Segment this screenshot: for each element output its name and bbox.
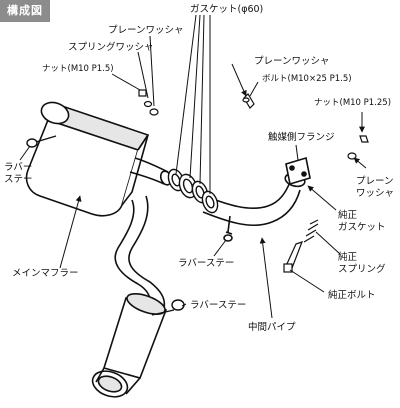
label-oem-bolt: 純正ボルト: [328, 290, 376, 301]
label-oem-spring-1: 純正: [338, 252, 358, 263]
label-rubber-stay-left-1: ラバー: [4, 162, 33, 173]
label-main-muffler: メインマフラー: [12, 268, 79, 279]
label-plain-washer-right: プレーンワッシャ: [254, 56, 330, 67]
label-plain-washer-top: プレーンワッシャ: [108, 25, 184, 36]
rubber-stays: [26, 135, 185, 316]
diagram-title-badge: 構成図: [0, 0, 50, 22]
label-oem-spring-2: スプリング: [338, 264, 386, 275]
label-spring-washer: スプリングワッシャ: [68, 42, 154, 53]
gasket-set: [167, 168, 219, 214]
label-nut-left: ナット(M10 P1.5): [42, 64, 114, 74]
label-rubber-stay-low: ラバーステー: [190, 300, 247, 311]
label-rubber-stay-left-2: ステー: [4, 174, 33, 185]
label-gasket-top: ガスケット(φ60): [190, 4, 264, 15]
label-center-pipe: 中間パイプ: [248, 322, 296, 333]
label-rubber-stay-mid: ラバーステー: [178, 258, 235, 269]
center-pipe-drawing: [202, 156, 311, 242]
oem-spring-bolt: [283, 219, 319, 273]
label-plain-washer-side-1: プレーン: [356, 176, 394, 187]
leader-lines: [19, 14, 367, 319]
label-bolt-top: ボルト(M10×25 P1.5): [262, 74, 352, 84]
right-fastener-set: [242, 93, 369, 160]
tail-pipe: [91, 195, 168, 398]
label-plain-washer-side-2: ワッシャ: [356, 188, 395, 199]
main-muffler: [25, 101, 173, 217]
label-nut-right: ナット(M10 P1.25): [314, 98, 392, 108]
label-catalyst-flange: 触媒側フランジ: [268, 132, 335, 143]
label-oem-gasket-1: 純正: [338, 210, 358, 221]
label-oem-gasket-2: ガスケット: [338, 222, 386, 233]
left-fastener-set: [138, 89, 159, 116]
